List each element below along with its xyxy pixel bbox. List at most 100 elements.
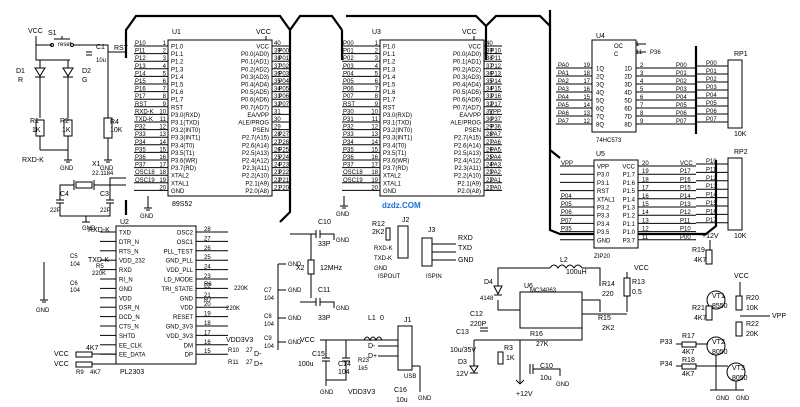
pin-label: 7Q bbox=[596, 115, 604, 121]
svg-text:VT3: VT3 bbox=[732, 365, 745, 372]
svg-text:R14: R14 bbox=[602, 281, 615, 288]
net-label: P05 bbox=[343, 79, 354, 85]
net-label: P06 bbox=[278, 94, 289, 100]
pin-number: 33 bbox=[274, 94, 281, 100]
pin-number: 21 bbox=[486, 185, 493, 191]
crystal-x2: C10 33P GND X2 12MHz C11 33P GND bbox=[290, 219, 350, 322]
svg-text:R10: R10 bbox=[228, 348, 240, 354]
svg-text:12V: 12V bbox=[456, 371, 469, 378]
pin-number: 40 bbox=[486, 41, 493, 47]
net-label: P07 bbox=[343, 94, 354, 100]
svg-text:22P: 22P bbox=[50, 208, 61, 214]
pin-number: 5 bbox=[640, 87, 644, 93]
pin-number: 27 bbox=[486, 140, 493, 146]
pin-number: 19 bbox=[583, 63, 590, 69]
svg-text:R13: R13 bbox=[632, 279, 645, 286]
net-label: P11 bbox=[706, 167, 717, 173]
pin-label: RST bbox=[383, 105, 395, 111]
svg-text:VPP: VPP bbox=[772, 313, 786, 320]
pin-label: P1.6 bbox=[383, 90, 396, 96]
pin-number: 24 bbox=[204, 265, 211, 271]
net-label: PA7 bbox=[558, 119, 570, 125]
pin-number: 10 bbox=[371, 109, 378, 115]
svg-text:4K7: 4K7 bbox=[694, 315, 707, 322]
svg-text:D4: D4 bbox=[484, 279, 493, 286]
pin-number: 39 bbox=[486, 49, 493, 55]
u4-label: U4 bbox=[596, 33, 605, 40]
svg-text:10K: 10K bbox=[110, 127, 123, 134]
pin-number: 17 bbox=[371, 163, 378, 169]
net-label: OSC18 bbox=[135, 170, 155, 176]
pin-number: 40 bbox=[274, 41, 281, 47]
pin-label: GND bbox=[119, 287, 133, 293]
pin-number: 20 bbox=[159, 185, 166, 191]
pin-label: P1.1 bbox=[383, 52, 396, 58]
pin-number: 6 bbox=[640, 95, 644, 101]
net-label: P06 bbox=[561, 210, 572, 216]
pin-number: 3 bbox=[375, 56, 379, 62]
net-label: P37 bbox=[135, 163, 146, 169]
pin-number: 30 bbox=[274, 117, 281, 123]
svg-text:ISPOUT: ISPOUT bbox=[378, 274, 401, 280]
pin-number: 2 bbox=[640, 63, 644, 69]
net-label: P01 bbox=[343, 49, 354, 55]
svg-text:4K7: 4K7 bbox=[90, 370, 101, 376]
pin-number: 16 bbox=[642, 194, 649, 200]
svg-text:D2: D2 bbox=[82, 68, 91, 75]
pin-label: P2.0(A8) bbox=[245, 189, 269, 195]
pin-label: RST bbox=[171, 105, 183, 111]
svg-text:C4: C4 bbox=[60, 191, 69, 198]
pin-label: DSR_N bbox=[119, 306, 139, 312]
svg-text:C: C bbox=[614, 52, 619, 58]
watermark: dzdz.COM bbox=[382, 201, 421, 210]
svg-text:MC34063: MC34063 bbox=[530, 288, 557, 294]
pin-number: 26 bbox=[274, 147, 281, 153]
pin-label: GND_3V3 bbox=[166, 325, 194, 331]
serial-connectors: R12 2K2 J2 RXD-K TXD-K GND ISPOUT J3 RXD… bbox=[372, 217, 474, 280]
pin-label: 6D bbox=[624, 107, 632, 113]
net-label: PA7 bbox=[490, 132, 502, 138]
pin-number: 4 bbox=[375, 64, 379, 70]
pin-label: PLL_TEST bbox=[164, 249, 194, 255]
pin-number: 30 bbox=[486, 117, 493, 123]
pin-number: 18 bbox=[159, 170, 166, 176]
svg-text:4148: 4148 bbox=[480, 296, 494, 302]
pin-number: 32 bbox=[274, 102, 281, 108]
net-label: P26 bbox=[278, 140, 289, 146]
pin-label: 8Q bbox=[596, 123, 604, 129]
pin-number: 29 bbox=[486, 125, 493, 131]
svg-text:C15: C15 bbox=[312, 351, 325, 358]
svg-text:1K: 1K bbox=[62, 127, 71, 134]
svg-text:33P: 33P bbox=[318, 315, 331, 322]
svg-text:R11: R11 bbox=[228, 360, 239, 366]
svg-text:R1: R1 bbox=[30, 118, 39, 125]
pin-number: 15 bbox=[159, 147, 166, 153]
net-label: P21 bbox=[278, 178, 289, 184]
pin-label: P0.4(AD4) bbox=[241, 83, 269, 89]
svg-text:4K7: 4K7 bbox=[682, 371, 695, 378]
net-label: P07 bbox=[278, 102, 289, 108]
pin-label: VCC bbox=[256, 45, 269, 51]
svg-text:1K: 1K bbox=[506, 355, 515, 362]
net-label: P05 bbox=[561, 202, 572, 208]
pin-number: 38 bbox=[274, 56, 281, 62]
net-label: P04 bbox=[278, 79, 289, 85]
pin-label: P2.1(A9) bbox=[457, 181, 481, 187]
svg-text:4K7: 4K7 bbox=[86, 345, 99, 352]
pin-number: 19 bbox=[159, 178, 166, 184]
pin-label: XTAL1 bbox=[597, 197, 616, 203]
net-label: P01 bbox=[706, 69, 717, 75]
pin-label: GND bbox=[383, 189, 397, 195]
pin-number: 9 bbox=[163, 102, 167, 108]
pin-number: 11 bbox=[372, 117, 379, 123]
svg-text:GND: GND bbox=[288, 262, 302, 268]
net-label: P07 bbox=[561, 218, 572, 224]
svg-text:TXD-K: TXD-K bbox=[374, 256, 392, 262]
net-label: VCC bbox=[680, 161, 693, 167]
net-label: P04 bbox=[561, 194, 572, 200]
net-label: PA5 bbox=[490, 147, 502, 153]
svg-text:0.5: 0.5 bbox=[632, 289, 642, 296]
pin-label: P0.3(AD3) bbox=[453, 75, 481, 81]
svg-text:TXD-K: TXD-K bbox=[88, 257, 109, 264]
net-label: P02 bbox=[343, 56, 354, 62]
